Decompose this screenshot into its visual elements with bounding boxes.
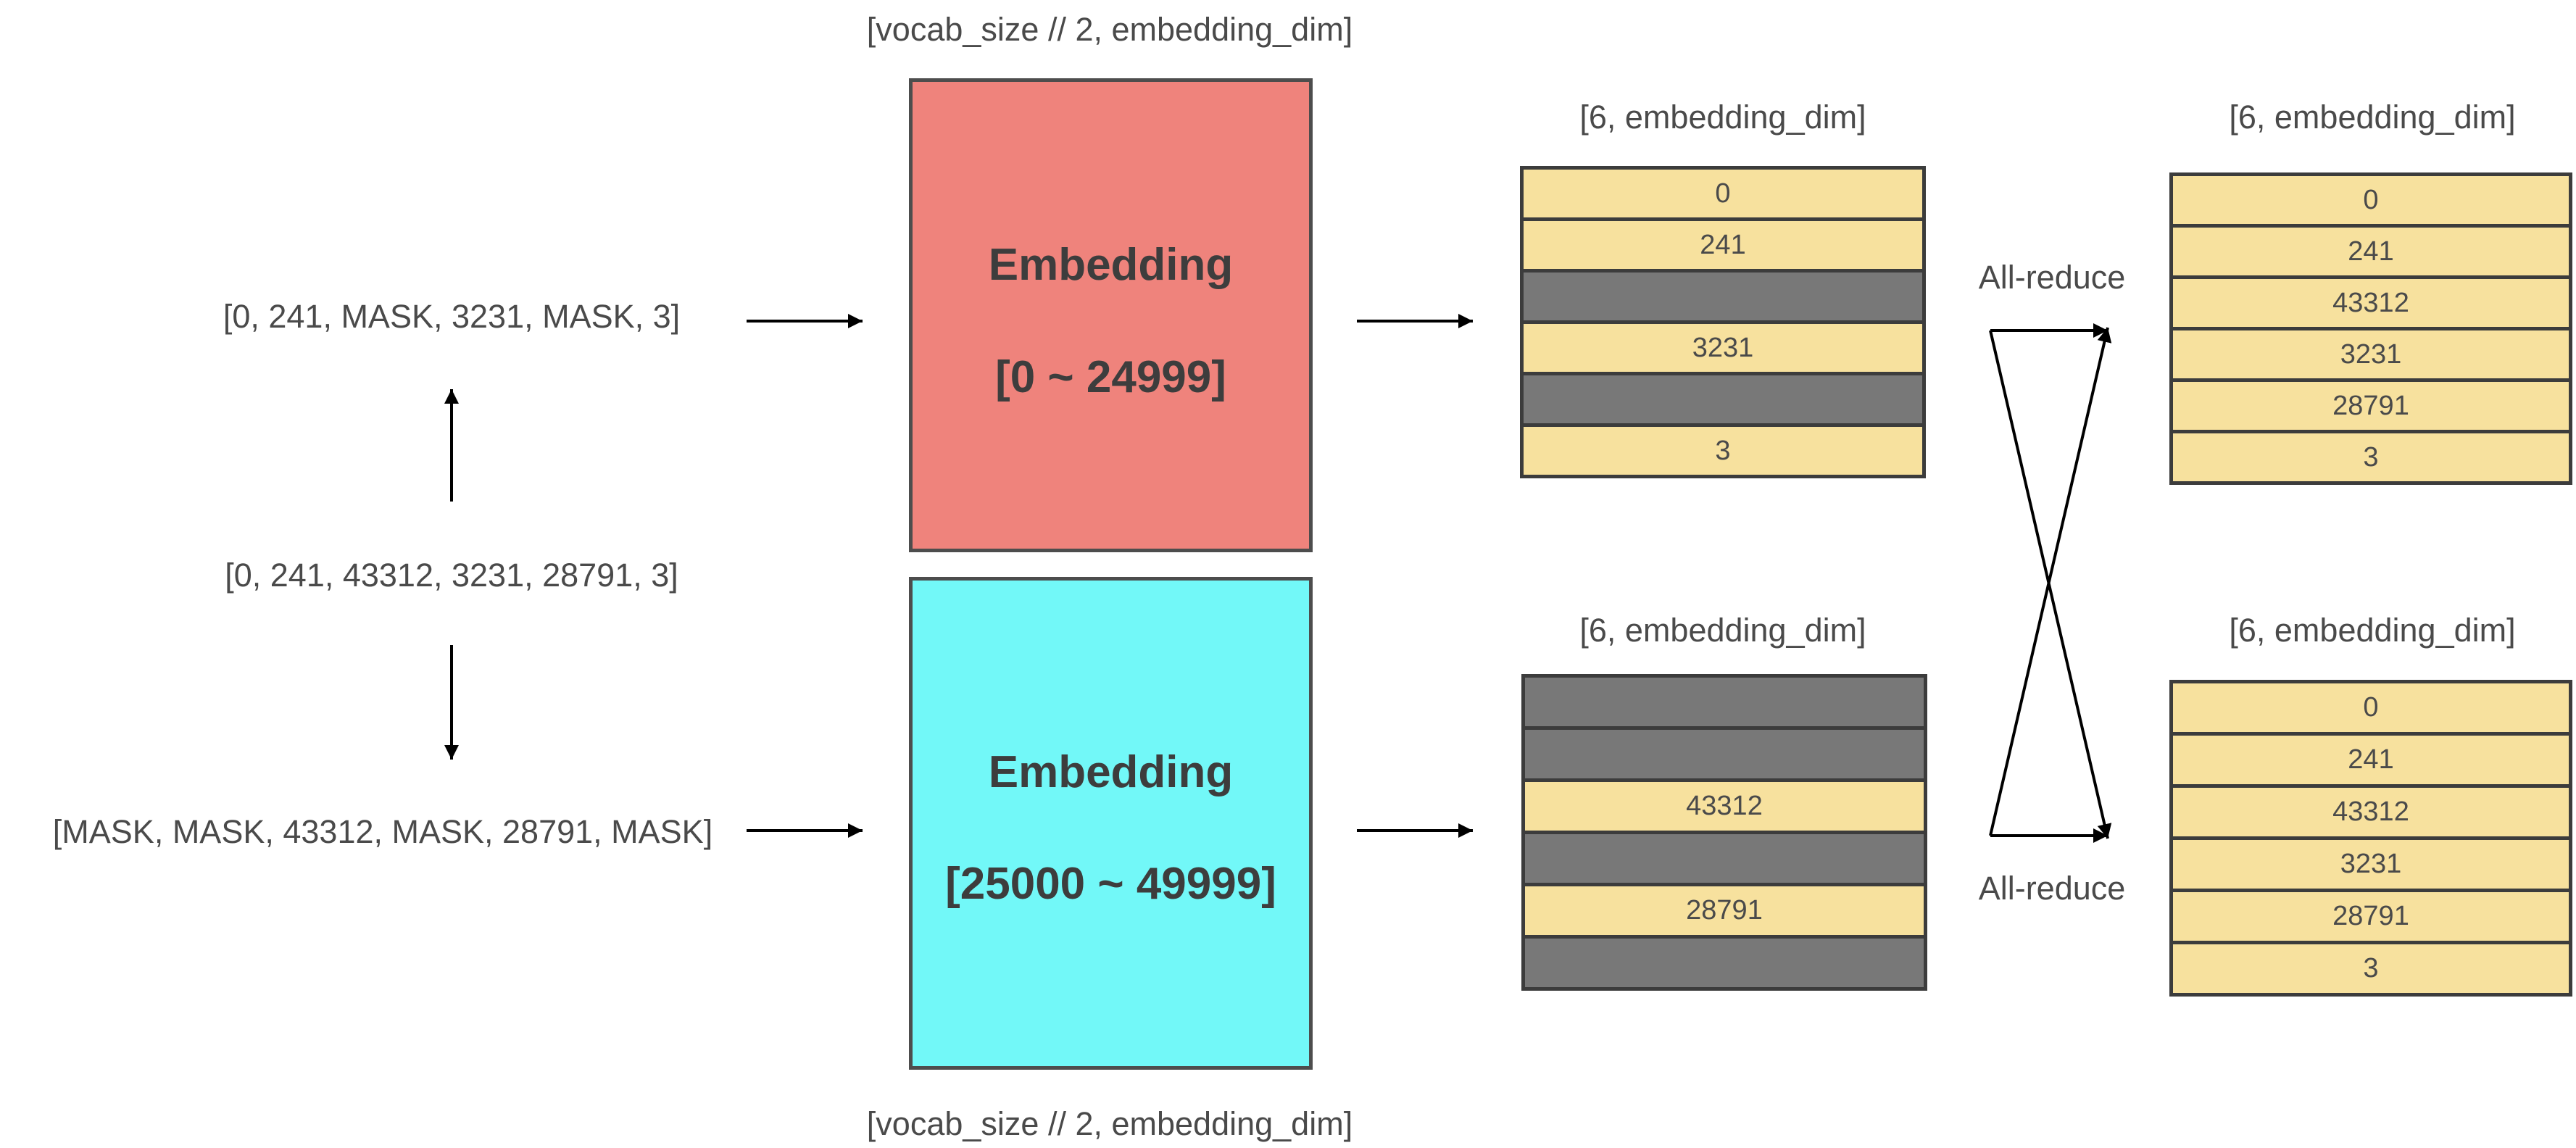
final-output-top: 0 241 43312 3231 28791 3 (2169, 172, 2572, 485)
tensor-row: 3 (1520, 423, 1926, 478)
tensor-row: 241 (2169, 224, 2572, 279)
tensor-row: 3 (2169, 941, 2572, 997)
final-output-top-shape: [6, embedding_dim] (2229, 99, 2516, 136)
partial-output-bottom-shape: [6, embedding_dim] (1579, 612, 1866, 649)
tensor-row: 28791 (1521, 883, 1927, 939)
tensor-row: 3231 (2169, 836, 2572, 892)
tensor-row: 28791 (2169, 889, 2572, 944)
tensor-row: 43312 (1521, 778, 1927, 834)
tensor-row: 3231 (2169, 327, 2572, 382)
embedding-top-range: [0 ~ 24999] (995, 352, 1226, 402)
masked-input-bottom: [MASK, MASK, 43312, MASK, 28791, MASK] (52, 813, 713, 850)
tensor-row-masked (1521, 726, 1927, 782)
partial-output-top: 0 241 3231 3 (1520, 166, 1926, 478)
partial-output-top-shape: [6, embedding_dim] (1579, 99, 1866, 136)
arrow-allreduce-cross-up (1989, 327, 2112, 836)
embedding-top-title: Embedding (988, 240, 1234, 290)
allreduce-top-label: All-reduce (1978, 259, 2126, 296)
masked-input-top: [0, 241, MASK, 3231, MASK, 3] (223, 298, 681, 335)
tensor-row: 241 (2169, 732, 2572, 788)
embedding-bottom-title: Embedding (988, 747, 1234, 797)
partial-output-bottom: 43312 28791 (1521, 674, 1927, 991)
embedding-block-top: Embedding [0 ~ 24999] (909, 78, 1313, 552)
final-output-bottom: 0 241 43312 3231 28791 3 (2169, 680, 2572, 997)
tensor-row: 43312 (2169, 275, 2572, 330)
final-output-bottom-shape: [6, embedding_dim] (2229, 612, 2516, 649)
tensor-row: 3 (2169, 430, 2572, 485)
embedding-bottom-shape: [vocab_size // 2, embedding_dim] (866, 1105, 1353, 1142)
tensor-row-masked (1521, 831, 1927, 886)
original-input: [0, 241, 43312, 3231, 28791, 3] (225, 557, 678, 594)
embedding-bottom-range: [25000 ~ 49999] (945, 859, 1276, 909)
allreduce-bottom-label: All-reduce (1978, 870, 2126, 907)
embedding-top-shape: [vocab_size // 2, embedding_dim] (866, 11, 1353, 48)
tensor-row: 43312 (2169, 784, 2572, 840)
tensor-row-masked (1521, 935, 1927, 991)
tensor-row-masked (1520, 372, 1926, 427)
embedding-block-bottom: Embedding [25000 ~ 49999] (909, 577, 1313, 1070)
tensor-row: 0 (2169, 680, 2572, 736)
